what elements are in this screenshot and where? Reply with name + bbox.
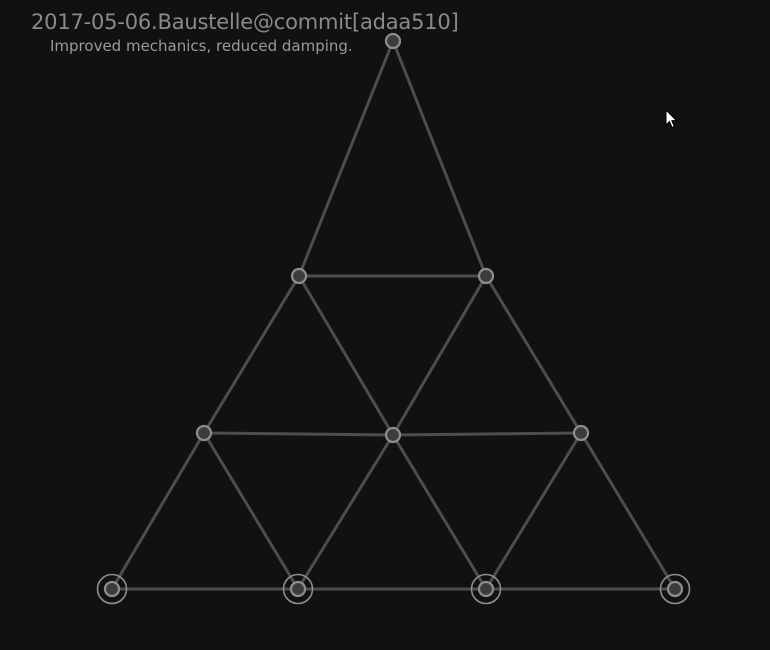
truss-edge-n-r2-left-n-r3-mid — [297, 274, 395, 437]
truss-edges — [110, 39, 677, 591]
truss-edge-n-top-n-r2-left — [297, 39, 395, 278]
truss-node-n-r3-left[interactable] — [195, 424, 213, 442]
mouse-pointer-icon — [665, 109, 678, 129]
truss-node-n-r2-right[interactable] — [477, 267, 495, 285]
anchor-node-n-base-2[interactable] — [282, 573, 314, 605]
truss-node-n-r2-left[interactable] — [290, 267, 308, 285]
anchor-node-n-base-3[interactable] — [470, 573, 502, 605]
truss-node-n-r3-mid[interactable] — [384, 426, 402, 444]
truss-edge-n-r2-right-n-r3-mid — [391, 274, 488, 437]
truss-edge-n-r3-left-n-base-2 — [202, 431, 300, 591]
truss-edge-n-r3-left-n-base-1 — [110, 431, 206, 591]
truss-edge-n-r3-mid-n-base-2 — [296, 433, 395, 591]
truss-edge-n-r3-mid-n-base-3 — [391, 433, 488, 591]
truss-node-n-top[interactable] — [384, 32, 402, 50]
page-title: 2017-05-06.Baustelle@commit[adaa510] — [31, 10, 459, 34]
truss-edge-n-r2-left-n-r3-left — [202, 274, 301, 435]
truss-edge-n-r3-mid-n-r3-right — [391, 431, 583, 437]
truss-nodes — [96, 32, 691, 605]
page-subtitle: Improved mechanics, reduced damping. — [50, 37, 353, 55]
truss-edge-n-r2-right-n-r3-right — [484, 274, 583, 435]
truss-edge-n-r3-left-n-r3-mid — [202, 431, 395, 437]
truss-edge-n-r3-right-n-base-3 — [484, 431, 583, 591]
truss-edge-n-r3-right-n-base-4 — [579, 431, 677, 591]
truss-node-n-r3-right[interactable] — [572, 424, 590, 442]
anchor-node-n-base-1[interactable] — [96, 573, 128, 605]
anchor-node-n-base-4[interactable] — [659, 573, 691, 605]
truss-edge-n-top-n-r2-right — [391, 39, 488, 278]
